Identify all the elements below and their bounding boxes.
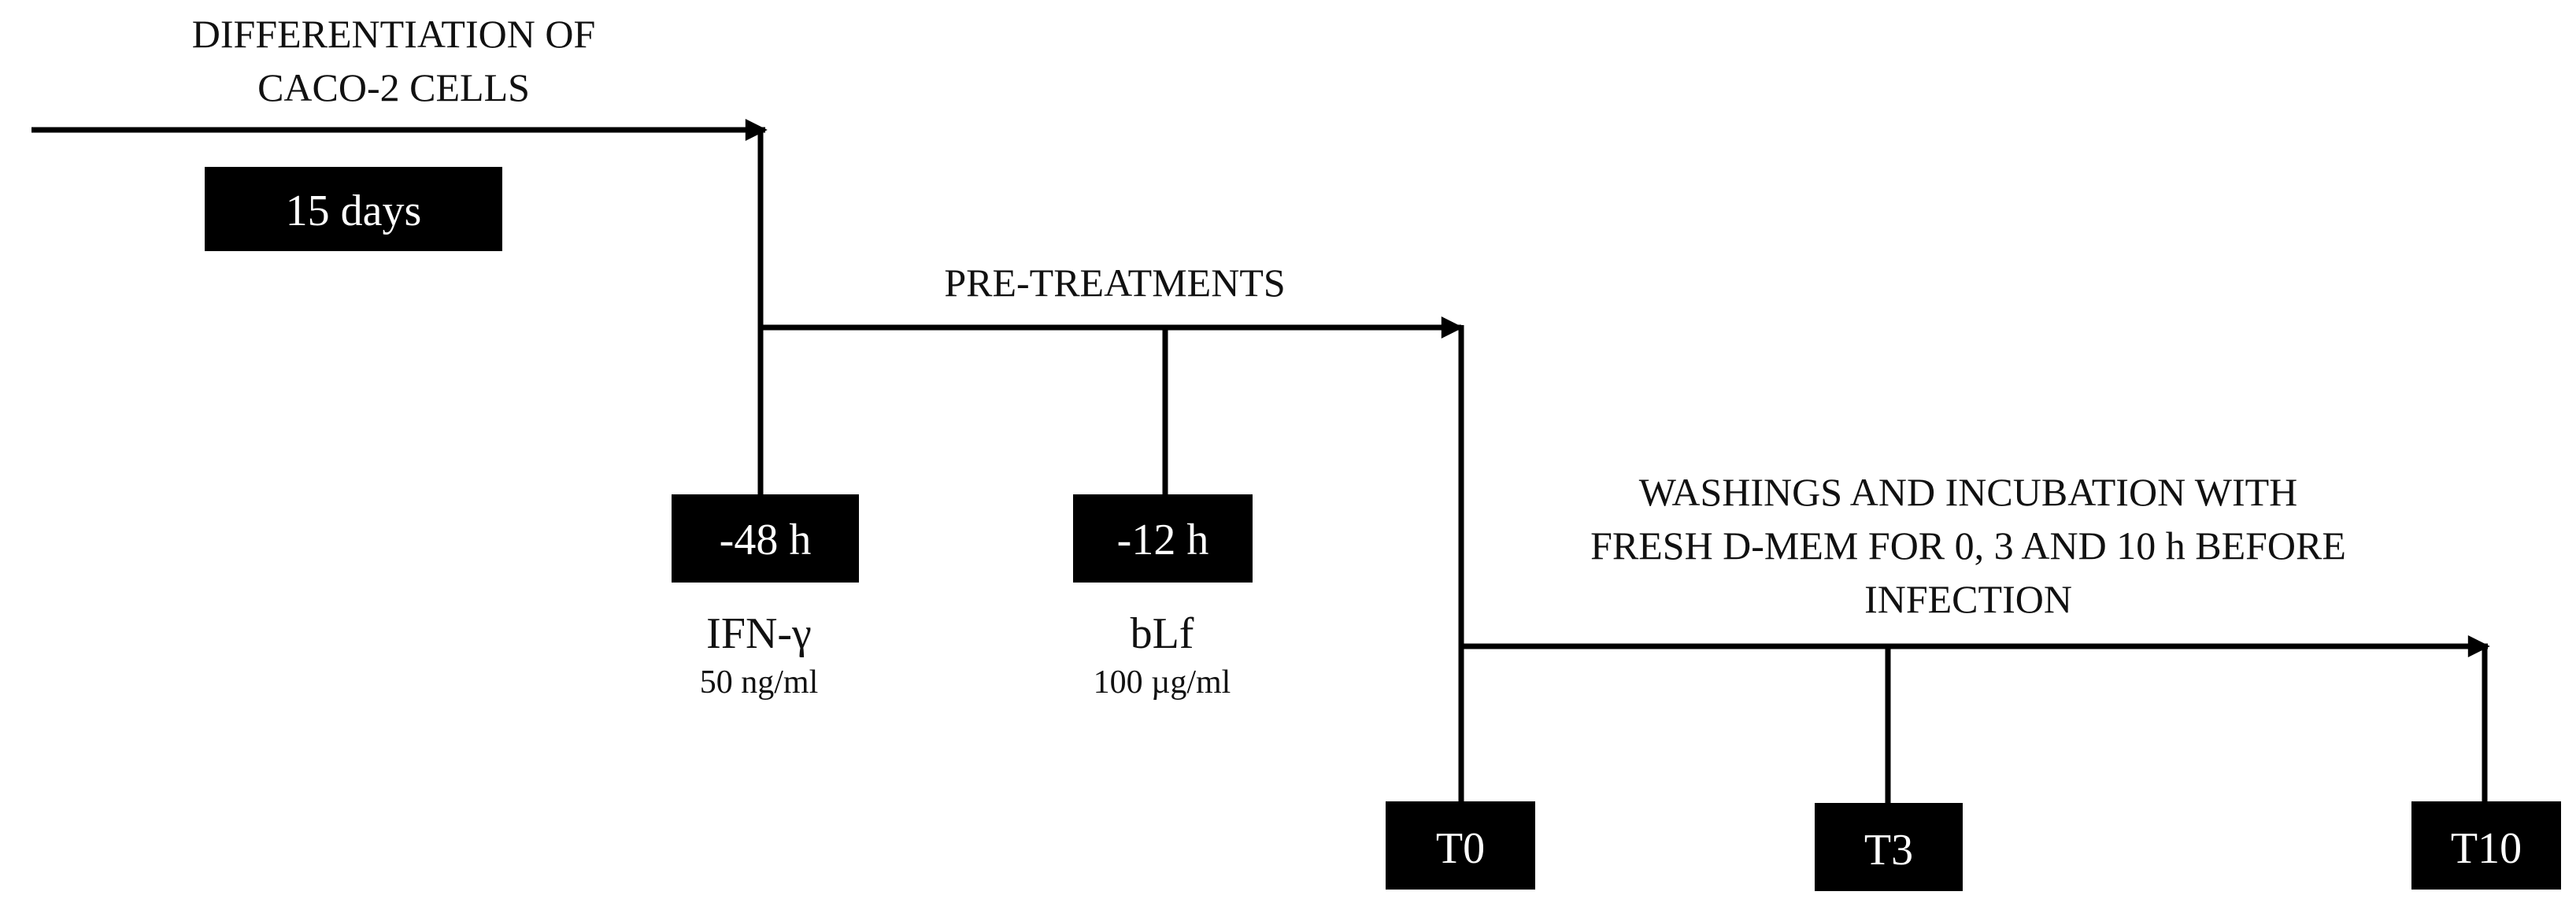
phase1-title-line1: DIFFERENTIATION OF [192,12,596,56]
phase3-title-line1: WASHINGS AND INCUBATION WITH [1639,470,2298,514]
time-label-t0: T0 [1436,824,1485,873]
time-box-t3 [1815,803,1963,891]
duration-box [205,167,502,251]
time-box-t10 [2411,801,2561,890]
agent-ifn-gamma: IFN-γ [706,609,812,658]
time-box-48h [672,494,859,583]
dose-ifn-gamma: 50 ng/ml [700,664,819,701]
time-label-48h: -48 h [720,516,812,564]
time-label-t10: T10 [2451,824,2522,873]
time-box-t0 [1386,801,1535,890]
dose-blf: 100 µg/ml [1094,664,1231,701]
time-box-12h [1073,494,1253,583]
phase3-title-line2: FRESH D-MEM FOR 0, 3 AND 10 h BEFORE [1590,523,2346,568]
agent-blf: bLf [1131,609,1194,658]
duration-label: 15 days [286,187,422,235]
time-label-12h: -12 h [1117,516,1209,564]
time-label-t3: T3 [1864,826,1913,875]
phase3-title-line3: INFECTION [1864,577,2072,621]
phase1-title-line2: CACO-2 CELLS [257,65,530,109]
phase2-title: PRE-TREATMENTS [944,261,1285,305]
